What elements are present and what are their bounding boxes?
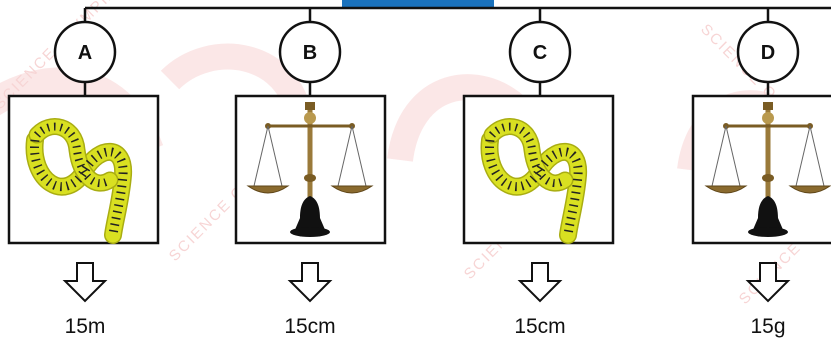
down-arrow-icon — [519, 262, 561, 302]
option-d: D 15g — [691, 8, 831, 338]
down-arrow-icon — [289, 262, 331, 302]
option-value: 15m — [65, 315, 106, 338]
option-a: A 15m — [7, 8, 160, 338]
option-value: 15cm — [284, 315, 335, 338]
option-letter: C — [533, 42, 547, 64]
option-letter: A — [78, 42, 92, 64]
option-letter: B — [303, 42, 317, 64]
option-b: B 15cm — [234, 8, 387, 338]
option-c: C 15cm — [462, 8, 615, 338]
option-letter: D — [761, 42, 775, 64]
header-bar — [342, 0, 494, 8]
option-value: 15g — [750, 315, 785, 338]
option-value: 15cm — [514, 315, 565, 338]
down-arrow-icon — [64, 262, 106, 302]
